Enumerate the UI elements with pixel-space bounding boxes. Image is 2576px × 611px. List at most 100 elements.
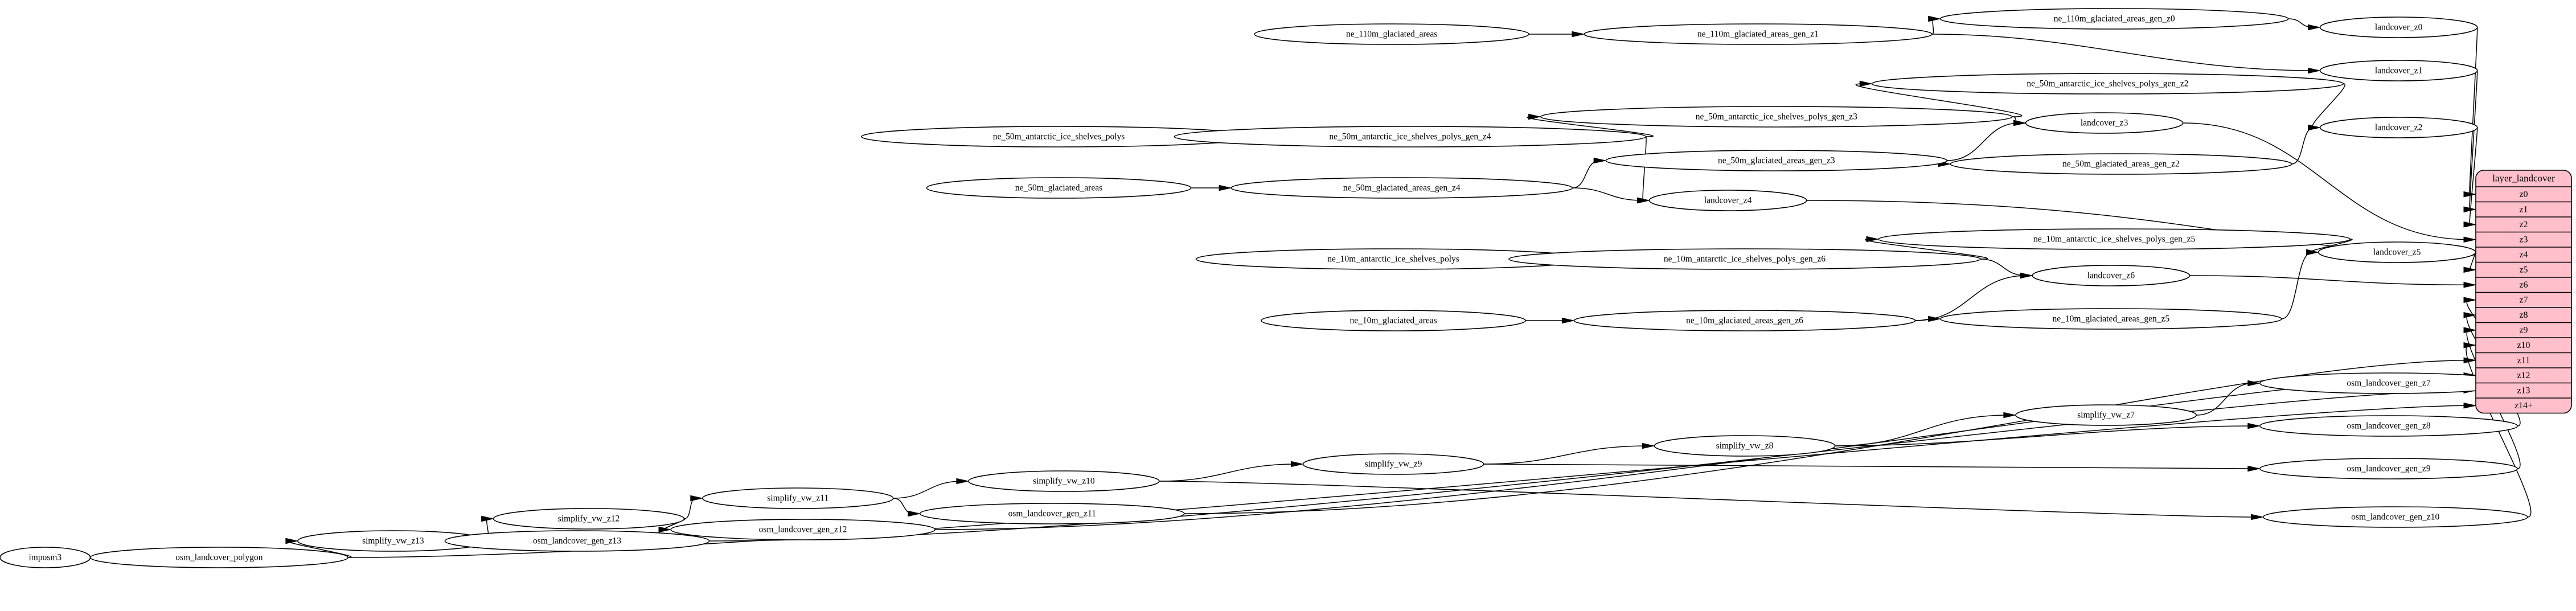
graph-edge bbox=[1184, 360, 2470, 514]
edge-arrowhead-icon bbox=[285, 538, 298, 544]
graph-edge bbox=[1931, 18, 1935, 35]
table-row-z10[interactable]: z10 bbox=[2517, 341, 2530, 350]
edge-arrowhead-icon bbox=[1642, 442, 1654, 449]
table-row-z3[interactable]: z3 bbox=[2519, 235, 2528, 244]
table-row-z9[interactable]: z9 bbox=[2519, 325, 2528, 335]
graph-node-ne_110m_glaciated_areas_gen_z0[interactable]: ne_110m_glaciated_areas_gen_z0 bbox=[1939, 8, 2289, 30]
table-row-z5[interactable]: z5 bbox=[2519, 265, 2528, 274]
edge-arrowhead-icon bbox=[1572, 31, 1584, 38]
graph-node-osm_landcover_gen_z12[interactable]: osm_landcover_gen_z12 bbox=[670, 519, 936, 540]
table-row-z2[interactable]: z2 bbox=[2519, 220, 2528, 229]
graph-node-simplify_vw_z7[interactable]: simplify_vw_z7 bbox=[2015, 404, 2197, 426]
graph-node-landcover_z3[interactable]: landcover_z3 bbox=[2025, 112, 2184, 134]
graph-edge bbox=[2183, 122, 2470, 240]
node-ellipse-shape bbox=[919, 503, 1185, 524]
table-row-z0[interactable]: z0 bbox=[2519, 190, 2528, 199]
graph-node-osm_landcover_gen_z8[interactable]: osm_landcover_gen_z8 bbox=[2259, 415, 2518, 437]
node-ellipse-shape bbox=[1254, 23, 1529, 45]
edge-arrowhead-icon bbox=[956, 478, 969, 485]
node-ellipse-shape bbox=[968, 470, 1160, 492]
graph-node-osm_landcover_gen_z11[interactable]: osm_landcover_gen_z11 bbox=[919, 503, 1185, 524]
graph-node-landcover_z0[interactable]: landcover_z0 bbox=[2319, 17, 2478, 38]
graph-edge bbox=[1642, 136, 1647, 201]
node-ellipse-shape bbox=[1584, 23, 1933, 45]
node-ellipse-shape bbox=[1230, 177, 1573, 199]
node-ellipse-shape bbox=[702, 487, 894, 509]
edges-layer bbox=[78, 15, 2532, 561]
node-ellipse-shape bbox=[89, 547, 348, 568]
graph-node-ne_50m_glaciated_areas[interactable]: ne_50m_glaciated_areas bbox=[926, 177, 1192, 199]
graph-node-simplify_vw_z12[interactable]: simplify_vw_z12 bbox=[493, 508, 685, 530]
table-row-z4[interactable]: z4 bbox=[2519, 250, 2528, 260]
table-row-z12[interactable]: z12 bbox=[2517, 371, 2530, 380]
graph-node-osm_landcover_polygon[interactable]: osm_landcover_polygon bbox=[89, 547, 348, 568]
edge-arrowhead-icon bbox=[1928, 315, 1941, 322]
graph-node-ne_50m_glaciated_areas_gen_z2[interactable]: ne_50m_glaciated_areas_gen_z2 bbox=[1950, 153, 2292, 175]
node-ellipse-shape bbox=[2319, 17, 2478, 38]
graph-edge bbox=[1980, 259, 2027, 276]
graph-node-osm_landcover_gen_z9[interactable]: osm_landcover_gen_z9 bbox=[2259, 458, 2518, 479]
graph-node-ne_50m_glaciated_areas_gen_z4[interactable]: ne_50m_glaciated_areas_gen_z4 bbox=[1230, 177, 1573, 199]
graph-node-imposm3[interactable]: imposm3 bbox=[0, 547, 91, 568]
graph-node-ne_50m_antarctic_ice_shelves_polys_gen_z4[interactable]: ne_50m_antarctic_ice_shelves_polys_gen_z… bbox=[1174, 126, 1647, 147]
graph-node-ne_10m_glaciated_areas[interactable]: ne_10m_glaciated_areas bbox=[1261, 310, 1526, 331]
edge-arrowhead-icon bbox=[2013, 120, 2026, 126]
node-ellipse-shape bbox=[2259, 415, 2518, 437]
graph-node-landcover_z4[interactable]: landcover_z4 bbox=[1648, 190, 1807, 211]
graph-edge bbox=[2469, 27, 2478, 195]
graph-node-simplify_vw_z9[interactable]: simplify_vw_z9 bbox=[1302, 453, 1484, 475]
table-row-z13[interactable]: z13 bbox=[2517, 386, 2530, 395]
edge-arrowhead-icon bbox=[2463, 222, 2476, 228]
table-row-z8[interactable]: z8 bbox=[2519, 310, 2528, 320]
edge-arrowhead-icon bbox=[2463, 312, 2476, 318]
graph-edge bbox=[2196, 383, 2254, 416]
edge-arrowhead-icon bbox=[2308, 67, 2320, 74]
graph-edge bbox=[893, 481, 962, 499]
edge-arrowhead-icon bbox=[1290, 461, 1303, 468]
edge-arrowhead-icon bbox=[2463, 191, 2476, 198]
edge-arrowhead-icon bbox=[2463, 297, 2476, 303]
table-row-z1[interactable]: z1 bbox=[2519, 204, 2528, 214]
edge-arrowhead-icon bbox=[2247, 380, 2260, 387]
graph-edge bbox=[1572, 187, 1643, 201]
graph-node-simplify_vw_z11[interactable]: simplify_vw_z11 bbox=[702, 487, 894, 509]
graph-node-landcover_z1[interactable]: landcover_z1 bbox=[2319, 60, 2478, 81]
graph-edge bbox=[2469, 70, 2478, 210]
node-ellipse-shape bbox=[1605, 150, 1948, 171]
table-row-z14+[interactable]: z14+ bbox=[2515, 401, 2533, 411]
graph-node-ne_10m_antarctic_ice_shelves_polys_gen_z6[interactable]: ne_10m_antarctic_ice_shelves_polys_gen_z… bbox=[1508, 248, 1981, 270]
edge-arrowhead-icon bbox=[2463, 282, 2476, 288]
graph-node-landcover_z5[interactable]: landcover_z5 bbox=[2317, 241, 2476, 263]
edge-arrowhead-icon bbox=[1219, 184, 1231, 191]
graph-node-ne_10m_glaciated_areas_gen_z6[interactable]: ne_10m_glaciated_areas_gen_z6 bbox=[1573, 310, 1916, 331]
graph-node-landcover_z6[interactable]: landcover_z6 bbox=[2032, 265, 2191, 286]
graph-node-ne_110m_glaciated_areas_gen_z1[interactable]: ne_110m_glaciated_areas_gen_z1 bbox=[1584, 23, 1933, 45]
graph-edge bbox=[1527, 116, 1654, 137]
graph-node-osm_landcover_gen_z10[interactable]: osm_landcover_gen_z10 bbox=[2262, 506, 2528, 528]
table-node-layer-landcover[interactable]: layer_landcoverz0z1z2z3z4z5z6z7z8z9z10z1… bbox=[2475, 170, 2572, 414]
node-ellipse-shape bbox=[2032, 265, 2191, 286]
graph-node-ne_10m_antarctic_ice_shelves_polys_gen_z5[interactable]: ne_10m_antarctic_ice_shelves_polys_gen_z… bbox=[1878, 228, 2351, 250]
edge-arrowhead-icon bbox=[2247, 423, 2260, 429]
graph-node-simplify_vw_z8[interactable]: simplify_vw_z8 bbox=[1654, 435, 1836, 457]
graph-node-ne_110m_glaciated_areas[interactable]: ne_110m_glaciated_areas bbox=[1254, 23, 1529, 45]
edge-arrowhead-icon bbox=[2463, 357, 2476, 363]
node-ellipse-shape bbox=[0, 547, 91, 568]
table-row-z11[interactable]: z11 bbox=[2517, 355, 2530, 365]
graph-node-osm_landcover_gen_z13[interactable]: osm_landcover_gen_z13 bbox=[444, 530, 710, 552]
graph-node-ne_10m_glaciated_areas_gen_z5[interactable]: ne_10m_glaciated_areas_gen_z5 bbox=[1939, 308, 2282, 330]
table-row-z7[interactable]: z7 bbox=[2519, 295, 2528, 305]
graph-node-landcover_z2[interactable]: landcover_z2 bbox=[2319, 117, 2478, 138]
table-node-layer: layer_landcoverz0z1z2z3z4z5z6z7z8z9z10z1… bbox=[2475, 170, 2572, 414]
node-ellipse-shape bbox=[1871, 73, 2344, 95]
graph-node-simplify_vw_z10[interactable]: simplify_vw_z10 bbox=[968, 470, 1160, 492]
graph-node-ne_50m_antarctic_ice_shelves_polys_gen_z3[interactable]: ne_50m_antarctic_ice_shelves_polys_gen_z… bbox=[1540, 106, 2013, 128]
node-ellipse-shape bbox=[1573, 310, 1916, 331]
graph-edge bbox=[1835, 425, 2254, 446]
graph-node-ne_50m_glaciated_areas_gen_z3[interactable]: ne_50m_glaciated_areas_gen_z3 bbox=[1605, 150, 1948, 171]
table-row-z6[interactable]: z6 bbox=[2519, 280, 2528, 290]
graph-node-ne_50m_antarctic_ice_shelves_polys_gen_z2[interactable]: ne_50m_antarctic_ice_shelves_polys_gen_z… bbox=[1871, 73, 2344, 95]
